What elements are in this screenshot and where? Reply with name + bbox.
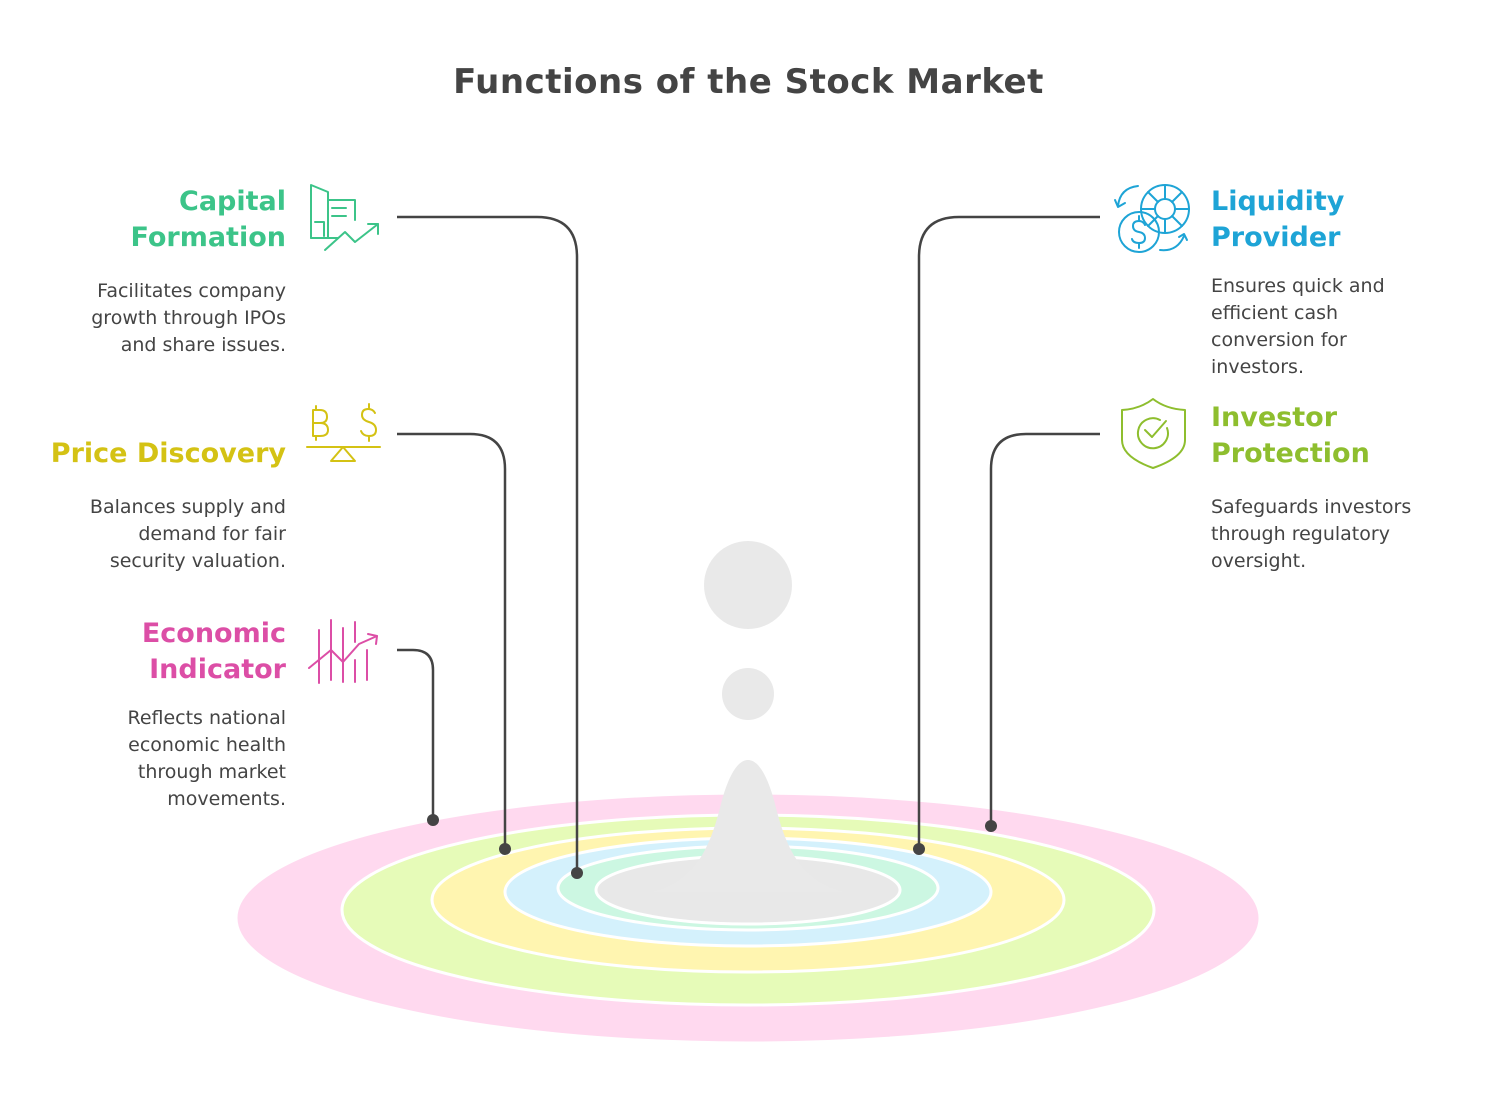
connector-dot (913, 843, 925, 855)
connector-liquidity-provider (917, 215, 1100, 849)
investor-protection-title: Investor Protection (1211, 402, 1370, 469)
diagram-title: Functions of the Stock Market (453, 62, 1044, 102)
drop-splash (652, 760, 844, 892)
connector-price-discovery (397, 432, 507, 849)
economic-indicator-description: Reflects national economic health throug… (127, 707, 286, 810)
water-drop (652, 541, 844, 892)
connector-capital-formation (397, 215, 579, 873)
economic-indicator-title: Economic Indicator (141, 618, 286, 685)
connector-dot (571, 867, 583, 879)
drop-large (704, 541, 792, 629)
ripple-rings (234, 791, 1262, 1045)
drop-small (722, 668, 774, 720)
connectors (397, 215, 1100, 873)
market-trend-icon (308, 619, 378, 684)
connector-investor-protection (989, 432, 1100, 826)
connector-dot (499, 843, 511, 855)
connector-dots (427, 814, 997, 879)
price-discovery-title: Price Discovery (50, 438, 286, 469)
liquidity-provider-title: Liquidity Provider (1211, 186, 1345, 253)
currency-scale-icon (306, 403, 381, 462)
capital-formation-title: Capital Formation (130, 186, 286, 253)
connector-economic-indicator (397, 648, 435, 820)
capital-formation-description: Facilitates company growth through IPOs … (91, 280, 286, 356)
price-discovery-description: Balances supply and demand for fair secu… (89, 496, 286, 572)
cash-exchange-icon (1114, 184, 1190, 253)
connector-dot (985, 820, 997, 832)
liquidity-provider-description: Ensures quick and efficient cash convers… (1211, 275, 1385, 378)
shield-check-icon (1121, 398, 1186, 469)
investor-protection-description: Safeguards investors through regulatory … (1211, 496, 1412, 572)
building-growth-icon (310, 184, 379, 251)
connector-dot (427, 814, 439, 826)
